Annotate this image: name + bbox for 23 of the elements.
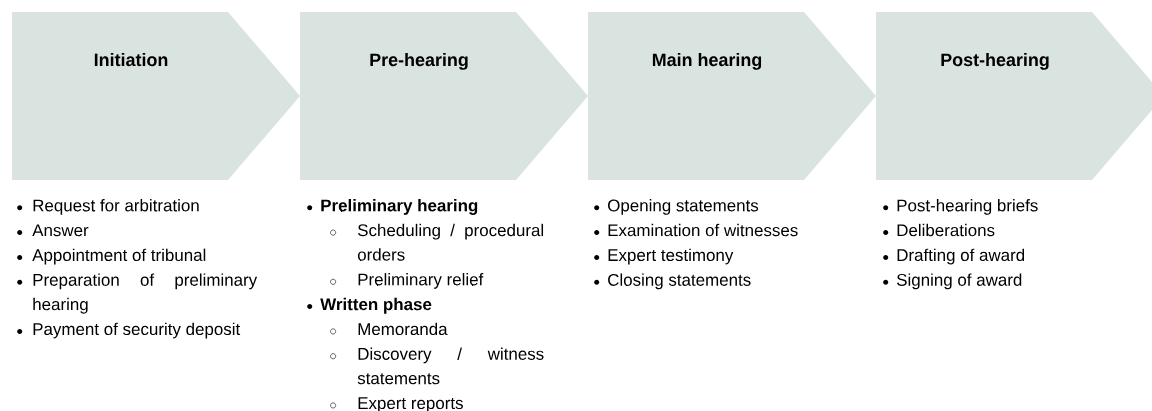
phase-banner: Pre-hearing <box>300 12 588 180</box>
list-item: Preliminary hearing <box>307 199 478 215</box>
list-item: Request for arbitration <box>17 199 199 215</box>
phase-banner: Post-hearing <box>876 12 1152 180</box>
phase-banner: Main hearing <box>588 12 876 180</box>
list-item: Examination of witnesses <box>594 223 798 237</box>
sub-list-item: Discovery / witness statements <box>330 347 544 385</box>
list-item: Preparation of preliminary hearing <box>17 273 258 314</box>
list-item: Opening statements <box>594 199 759 215</box>
list-item: Signing of award <box>883 273 1022 290</box>
list-item: Deliberations <box>883 223 995 237</box>
list-item: Appointment of tribunal <box>17 248 206 265</box>
list-item: Post-hearing briefs <box>883 199 1038 215</box>
list-item: Expert testimony <box>594 248 734 265</box>
sub-list-item: Scheduling / procedural orders <box>330 223 544 261</box>
list-item: Written phase <box>307 297 432 314</box>
sub-list-item: Memoranda <box>330 322 448 336</box>
phase-banner: Initiation <box>12 12 300 180</box>
sub-list-item: Preliminary relief <box>330 273 484 289</box>
list-item: Closing statements <box>594 273 751 290</box>
list-item: Answer <box>17 224 89 237</box>
list-item: Payment of security deposit <box>17 322 241 339</box>
list-item: Drafting of award <box>883 248 1025 265</box>
